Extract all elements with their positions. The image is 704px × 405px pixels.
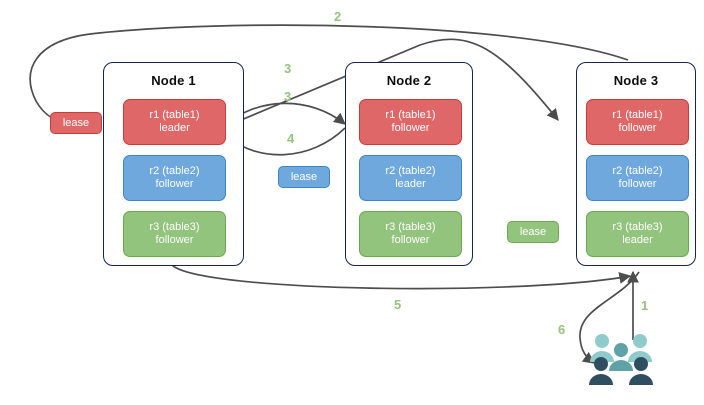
step-label-2: 2 — [334, 9, 342, 24]
replica-name: r1 (table1) — [385, 109, 436, 121]
replica-role: leader — [395, 178, 426, 190]
replica-role: follower — [618, 178, 657, 190]
lease-token-r2[interactable]: lease — [278, 166, 330, 188]
edge-step-2 — [29, 24, 629, 128]
replica-name: r2 (table2) — [385, 165, 436, 177]
replica-r2[interactable]: r2 (table2) follower — [123, 155, 226, 201]
lease-token-r1[interactable]: lease — [50, 112, 102, 134]
edge-step-3-node3 — [221, 38, 559, 129]
replica-role: leader — [159, 122, 190, 134]
node-box-1[interactable]: Node 1 r1 (table1) leader r2 (table2) fo… — [103, 62, 244, 266]
step-label-3b: 3 — [284, 89, 292, 104]
replica-role: follower — [155, 178, 194, 190]
replica-name: r3 (table3) — [385, 221, 436, 233]
node-box-2[interactable]: Node 2 r1 (table1) follower r2 (table2) … — [345, 62, 473, 266]
node-title: Node 2 — [386, 73, 432, 88]
replica-name: r3 (table3) — [612, 221, 663, 233]
replica-role: follower — [391, 122, 430, 134]
replica-r1[interactable]: r1 (table1) follower — [586, 99, 689, 145]
step-label-1: 1 — [641, 298, 649, 313]
edge-step-6 — [579, 271, 640, 364]
replica-role: follower — [391, 234, 430, 246]
replica-role: follower — [618, 122, 657, 134]
replica-name: r1 (table1) — [149, 109, 200, 121]
replica-r3[interactable]: r3 (table3) follower — [123, 211, 226, 257]
replica-r2[interactable]: r2 (table2) leader — [359, 155, 462, 201]
people-group-icon — [589, 334, 653, 385]
node-title: Node 3 — [613, 73, 659, 88]
replica-name: r2 (table2) — [149, 165, 200, 177]
replica-r3[interactable]: r3 (table3) leader — [586, 211, 689, 257]
node-box-3[interactable]: Node 3 r1 (table1) follower r2 (table2) … — [576, 62, 696, 266]
step-label-3a: 3 — [284, 61, 292, 76]
step-label-5: 5 — [394, 297, 402, 312]
node-title: Node 1 — [151, 73, 196, 88]
replica-r3[interactable]: r3 (table3) follower — [359, 211, 462, 257]
step-label-4: 4 — [287, 131, 295, 146]
replica-role: follower — [155, 234, 194, 246]
replica-name: r1 (table1) — [612, 109, 663, 121]
step-label-6: 6 — [558, 322, 566, 337]
replica-r1[interactable]: r1 (table1) leader — [123, 99, 226, 145]
lease-token-r3[interactable]: lease — [507, 221, 559, 243]
replica-role: leader — [622, 234, 653, 246]
replica-name: r3 (table3) — [149, 221, 200, 233]
replica-r2[interactable]: r2 (table2) follower — [586, 155, 689, 201]
replica-r1[interactable]: r1 (table1) follower — [359, 99, 462, 145]
edge-step-5 — [171, 264, 632, 290]
replica-name: r2 (table2) — [612, 165, 663, 177]
